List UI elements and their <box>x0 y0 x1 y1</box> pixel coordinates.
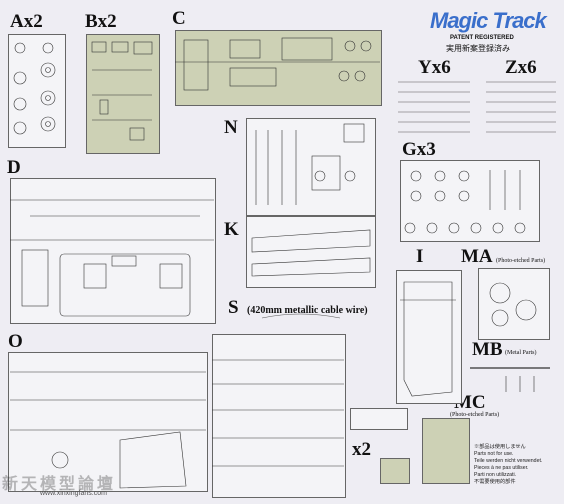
quantity-x2: x2 <box>352 439 371 460</box>
sprue-i-frame <box>396 270 462 404</box>
sprue-k-frame <box>246 216 376 288</box>
sprue-a-frame <box>8 34 66 148</box>
sprue-label-mb: MB <box>472 339 503 360</box>
magic-track-logo: Magic Track <box>430 8 547 33</box>
sprue-small-frame <box>350 408 408 430</box>
sprue-label-ma: MA <box>461 246 493 267</box>
sprue-n-frame <box>246 118 376 216</box>
sprue-label-a: Ax2 <box>10 11 43 32</box>
photo-etched-sheet <box>422 418 470 484</box>
sprue-label-z: Zx6 <box>505 57 537 78</box>
patent-text-jp: 実用新案登録済み <box>446 44 510 53</box>
note-line: 不需要使用的部件 <box>474 479 516 485</box>
sprue-c-frame <box>175 30 382 106</box>
patent-text: PATENT REGISTERED <box>450 35 514 41</box>
mc-description: (Photo-etched Parts) <box>450 412 500 418</box>
note-line: ※部品は使用しません <box>474 444 526 450</box>
sprue-label-y: Yx6 <box>418 57 451 78</box>
ma-description: (Photo-etched Parts) <box>496 258 546 264</box>
sprue-small-parts-frame <box>212 334 346 498</box>
sprue-label-d: D <box>7 157 21 178</box>
sprue-o-frame <box>8 352 208 492</box>
cable-description: (420mm metallic cable wire) <box>247 305 368 316</box>
sprue-label-n: N <box>224 117 238 138</box>
watermark-brand: 新天模型論壇 <box>2 476 117 493</box>
sprue-d-frame <box>10 178 216 324</box>
note-line: Parts not for use. <box>474 451 514 457</box>
sprue-x2-frame <box>380 458 410 484</box>
sprue-g-frame <box>400 160 540 242</box>
sprue-label-k: K <box>224 219 239 240</box>
sprue-label-g: Gx3 <box>402 139 436 160</box>
sprue-ma-frame <box>478 268 550 340</box>
sprue-label-b: Bx2 <box>85 11 117 32</box>
note-line: Teile werden nicht verwendet. <box>474 458 543 464</box>
sprue-label-i: I <box>416 246 424 267</box>
sprue-label-c: C <box>172 8 186 29</box>
sprue-label-s: S <box>228 297 239 318</box>
note-line: Parti non utilizzati. <box>474 472 517 478</box>
watermark-url: www.xinxingfans.com <box>40 490 107 497</box>
note-line: Pieces à ne pas utiliser. <box>474 465 529 471</box>
unused-parts-note: ※部品は使用しません Parts not for use. Teile werd… <box>474 444 562 486</box>
sprue-label-o: O <box>8 331 23 352</box>
mb-description: (Metal Parts) <box>505 350 537 356</box>
